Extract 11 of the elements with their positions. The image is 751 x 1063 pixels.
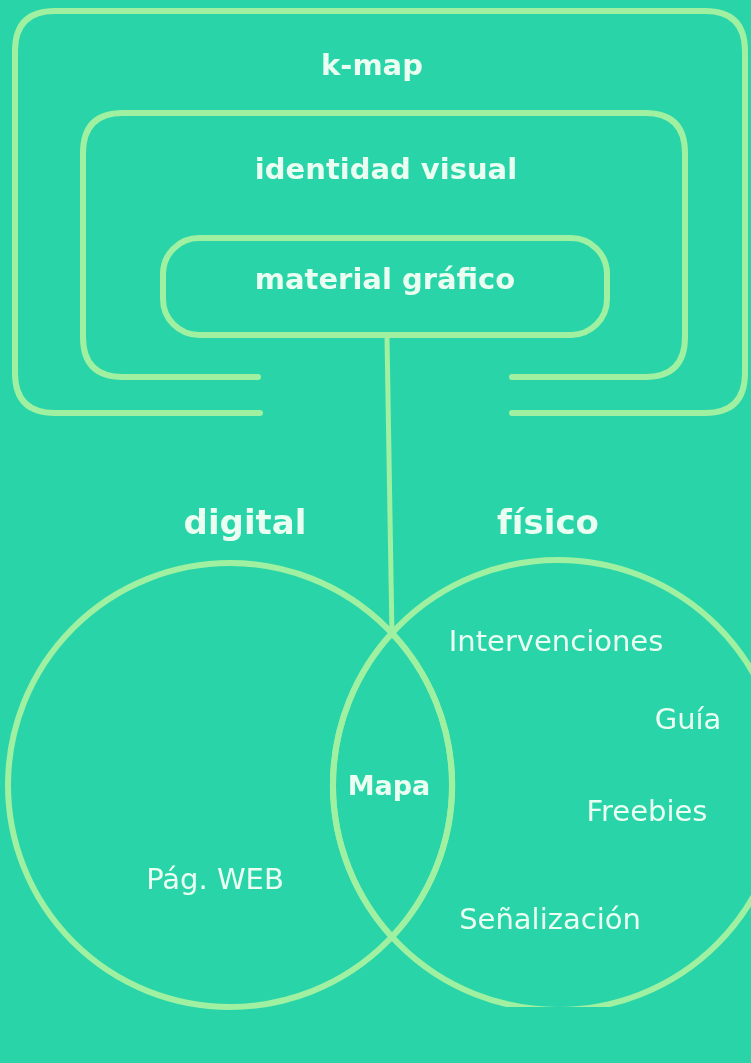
frame-title: identidad visual <box>254 152 518 186</box>
circle-title: físico <box>497 502 599 542</box>
circle-title: digital <box>183 502 307 542</box>
list-item: Guía <box>654 702 722 736</box>
list-item: Freebies <box>586 794 708 828</box>
box-title: material gráfico <box>254 262 516 296</box>
intersection-label: Mapa <box>347 770 431 801</box>
list-item: Pág. WEB <box>146 862 284 896</box>
list-item: Señalización <box>459 902 641 936</box>
list-item: Intervenciones <box>448 624 664 658</box>
frame-title: k-map <box>321 48 423 82</box>
